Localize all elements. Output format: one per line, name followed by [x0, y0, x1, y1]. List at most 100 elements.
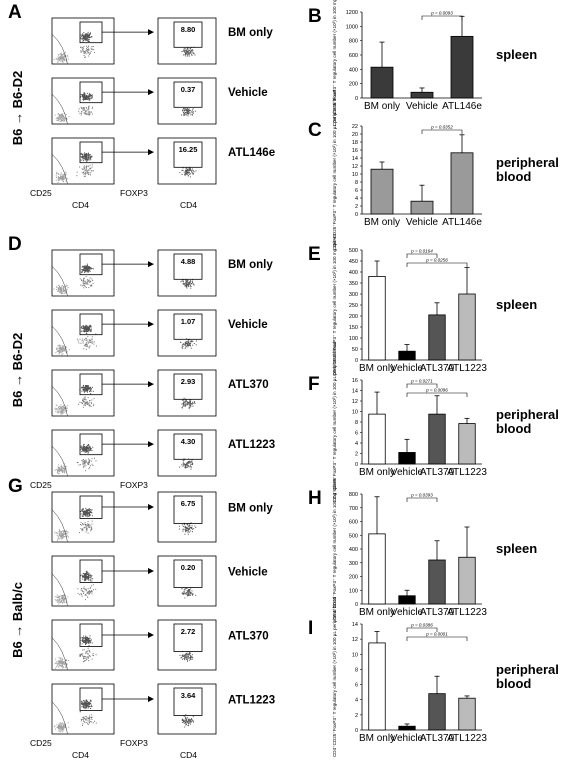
event-dot	[58, 287, 60, 289]
event-dot	[62, 350, 64, 352]
event-dot	[84, 589, 86, 590]
event-dot	[183, 459, 185, 461]
event-dot	[89, 324, 91, 326]
event-dot	[186, 590, 188, 592]
event-dot	[65, 660, 67, 661]
axis-label-y1: CD25	[30, 188, 52, 198]
event-dot	[78, 110, 80, 112]
event-dot	[187, 115, 189, 117]
cd4-cd25-plot-dots	[54, 444, 97, 475]
event-dot	[60, 117, 62, 119]
category-label: BM only	[359, 467, 395, 478]
event-dot	[85, 447, 87, 449]
event-dot	[85, 643, 86, 645]
event-dot	[186, 528, 188, 530]
event-dot	[185, 346, 187, 348]
event-dot	[192, 405, 194, 407]
event-dot	[187, 655, 189, 657]
event-dot	[90, 284, 92, 286]
event-dot	[89, 153, 91, 155]
event-dot	[91, 448, 93, 450]
event-dot	[82, 461, 84, 463]
event-dot	[61, 596, 63, 598]
event-dot	[89, 326, 91, 328]
bar	[458, 697, 476, 731]
event-dot	[80, 112, 82, 114]
event-dot	[183, 403, 185, 405]
event-dot	[91, 97, 93, 99]
event-dot	[86, 656, 88, 658]
event-dot	[189, 110, 191, 111]
event-dot	[85, 110, 87, 112]
event-dot	[63, 466, 65, 468]
event-dot	[59, 118, 61, 120]
event-dot	[91, 706, 93, 708]
event-dot	[85, 269, 87, 271]
event-dot	[82, 271, 84, 273]
event-dot	[86, 386, 88, 388]
event-dot	[182, 110, 184, 112]
event-dot	[59, 601, 61, 603]
event-dot	[84, 109, 86, 111]
event-dot	[185, 593, 187, 595]
event-dot	[188, 590, 190, 591]
event-dot	[58, 410, 60, 412]
event-dot	[185, 653, 187, 655]
event-dot	[185, 173, 187, 174]
event-dot	[93, 341, 95, 343]
y-tick-label: 200	[349, 314, 358, 320]
event-dot	[91, 642, 93, 644]
event-dot	[87, 45, 89, 47]
event-dot	[81, 36, 83, 38]
event-dot	[60, 410, 62, 412]
event-dot	[185, 172, 186, 174]
event-dot	[192, 463, 194, 464]
bar	[428, 693, 446, 731]
event-dot	[87, 703, 89, 705]
event-dot	[88, 155, 90, 157]
event-dot	[186, 171, 188, 173]
event-dot	[89, 702, 91, 703]
cd4-cd25-plot-dots	[54, 699, 97, 733]
event-dot	[93, 51, 95, 53]
event-dot	[62, 351, 64, 352]
event-dot	[83, 400, 85, 402]
event-dot	[182, 280, 184, 282]
event-dot	[89, 706, 91, 707]
event-dot	[83, 92, 85, 93]
event-dot	[60, 57, 62, 59]
event-dot	[83, 55, 85, 56]
event-dot	[184, 285, 186, 287]
event-dot	[182, 530, 184, 532]
event-dot	[62, 56, 64, 58]
event-dot	[81, 460, 83, 462]
event-dot	[183, 721, 185, 722]
event-dot	[88, 271, 90, 273]
event-dot	[59, 725, 61, 727]
event-dot	[186, 659, 188, 661]
event-dot	[83, 35, 85, 37]
event-dot	[189, 653, 191, 655]
event-dot	[58, 347, 60, 349]
y-tick-label: 16	[352, 378, 358, 384]
event-dot	[81, 641, 83, 642]
y-tick-label: 1000	[346, 24, 358, 30]
event-dot	[84, 269, 86, 271]
event-dot	[88, 107, 90, 109]
event-dot	[83, 586, 85, 588]
event-dot	[88, 655, 90, 657]
event-dot	[89, 587, 91, 589]
event-dot	[89, 514, 91, 516]
event-dot	[183, 111, 185, 113]
axis-label-y1: CD25	[30, 480, 52, 490]
event-dot	[83, 328, 85, 330]
event-dot	[90, 97, 92, 99]
event-dot	[87, 524, 89, 525]
y-tick-label: 2	[355, 452, 358, 458]
category-label: Vehicle	[406, 217, 439, 228]
event-dot	[84, 35, 86, 37]
event-dot	[83, 593, 85, 594]
event-dot	[95, 345, 97, 347]
event-dot	[61, 54, 63, 56]
event-dot	[63, 177, 65, 178]
